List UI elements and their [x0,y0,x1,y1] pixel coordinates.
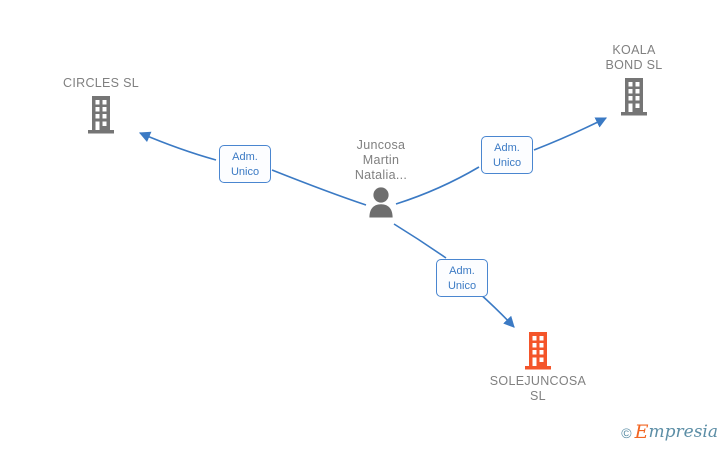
node-koala-bond-sl[interactable]: KOALA BOND SL [564,43,704,116]
person-icon [369,187,393,218]
edge-label-adm-unico-solejuncosa[interactable]: Adm. Unico [436,259,488,297]
building-icon [621,78,647,116]
edge-line-to-koala-arrow [533,117,608,151]
edge-label-line2: Unico [447,280,477,292]
node-juncosa-martin-natalia[interactable]: Juncosa Martin Natalia... [311,138,451,218]
edge-line-to-circles-arrow [138,131,217,161]
node-circles-sl[interactable]: CIRCLES SL [31,76,171,134]
edge-line-to-solejuncosa-arrow [477,291,515,328]
node-label-solejuncosa-sl: SOLEJUNCOSA SL [489,374,587,403]
edge-label-line1: Adm. [449,265,475,277]
brand-initial: E [634,421,649,443]
edge-line-to-circles [271,169,367,206]
building-icon [88,96,114,134]
building-icon [525,332,551,370]
edge-line-to-koala [395,166,480,205]
edge-line-to-solejuncosa [393,223,447,259]
brand-name: mpresia [648,422,719,442]
edge-label-line1: Adm. [232,151,258,163]
edge-label-adm-unico-koala[interactable]: Adm. Unico [481,136,533,174]
edge-label-adm-unico-circles[interactable]: Adm. Unico [219,145,271,183]
node-label-juncosa-martin-natalia: Juncosa Martin Natalia... [354,138,408,182]
edge-label-line2: Unico [492,157,522,169]
node-label-circles-sl: CIRCLES SL [63,76,139,90]
node-label-koala-bond-sl: KOALA BOND SL [605,43,663,72]
copyright-icon: © [621,424,632,441]
edge-label-line1: Adm. [494,142,520,154]
empresia-watermark: © E mpresia [621,423,718,442]
node-solejuncosa-sl[interactable]: SOLEJUNCOSA SL [468,330,608,404]
edge-label-line2: Unico [230,166,260,178]
